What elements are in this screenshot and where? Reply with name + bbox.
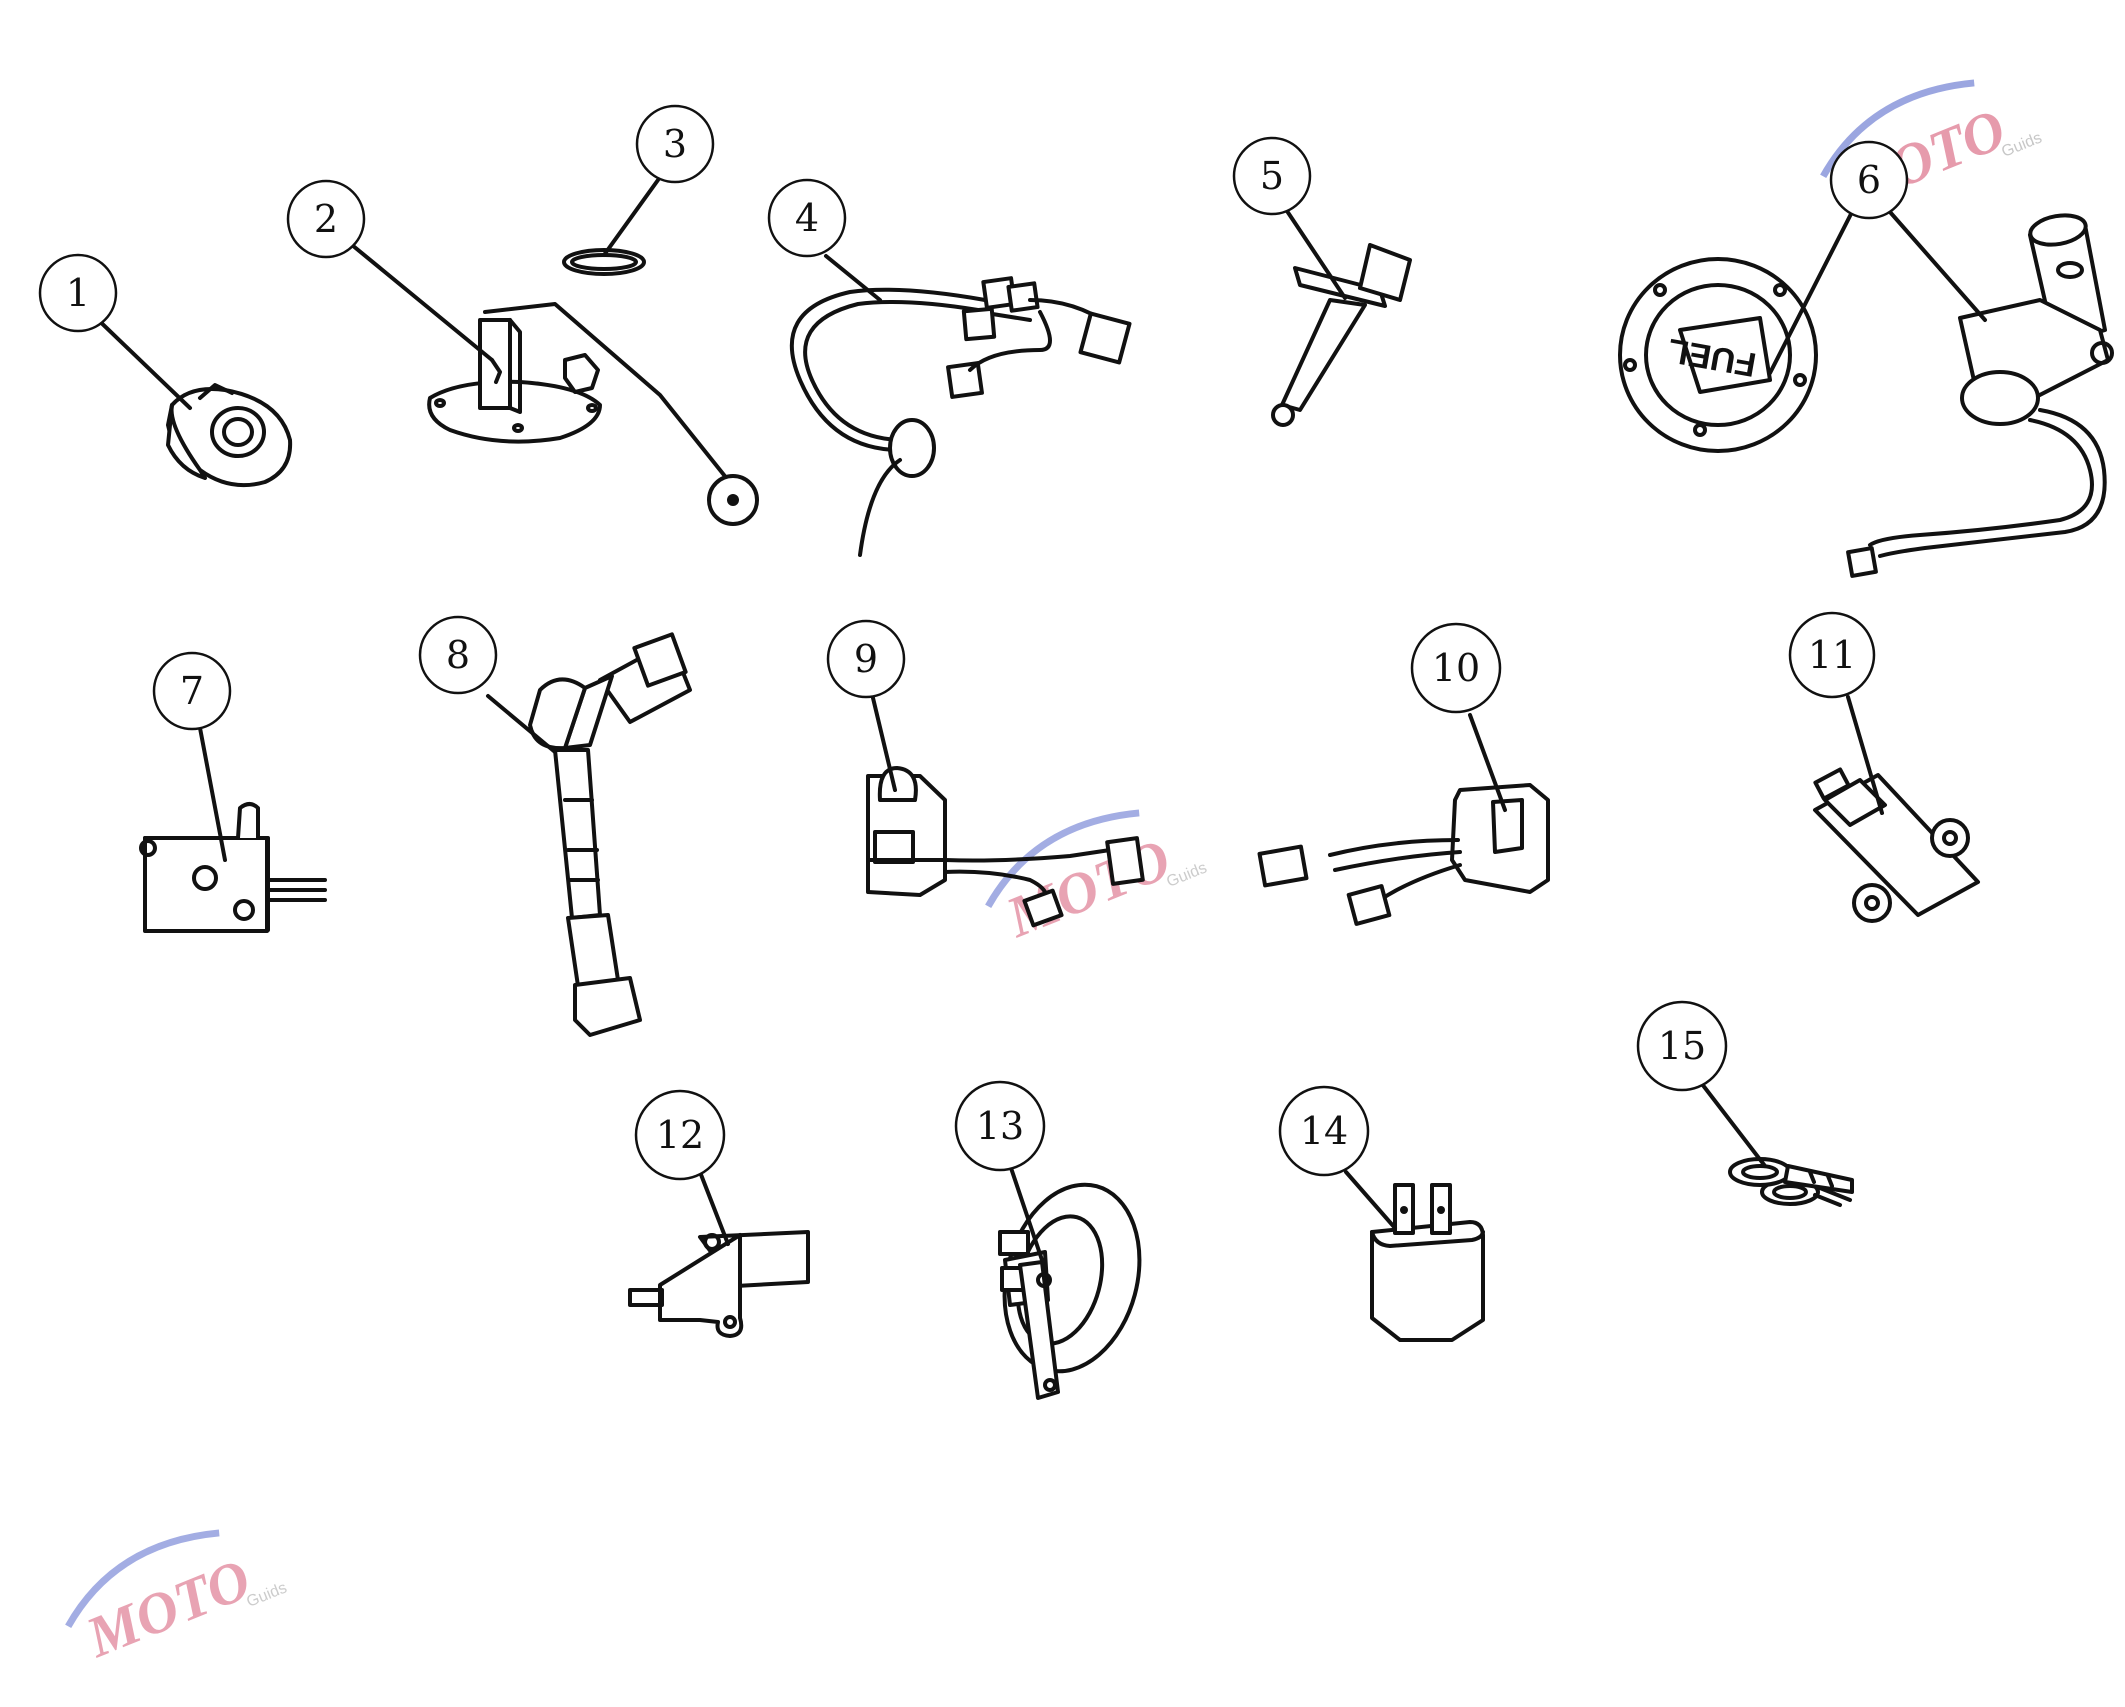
part-6-drawing: FUEL [1618,213,2114,578]
callout-number: 5 [1260,154,1284,198]
part-7-drawing [139,802,327,933]
callout-number: 7 [180,669,204,713]
part-4-drawing [789,276,1132,557]
callout-number: 10 [1432,646,1480,690]
watermark-middle: MOTO Guids [985,809,1209,950]
callout-number: 2 [314,197,338,241]
callout-3: 3 [635,104,715,184]
leader-lines [88,178,1987,1262]
callout-number: 6 [1857,158,1881,202]
callout-number: 9 [854,637,878,681]
watermark-swoosh [1820,79,1975,179]
callout-10: 10 [1410,622,1502,714]
part-10-drawing [1257,783,1550,926]
callout-number: 15 [1658,1024,1706,1068]
callout-number: 1 [66,271,90,315]
part-13-drawing [998,1182,1142,1400]
callout-12: 12 [634,1089,726,1181]
part-8-drawing [528,632,692,1037]
callout-13: 13 [954,1080,1046,1172]
watermark-mark: MOTO [997,826,1180,950]
callout-2: 2 [286,179,366,259]
part-15-drawing [1728,1157,1854,1207]
callout-11: 11 [1788,611,1876,699]
watermark-sub: Guids [244,1579,289,1610]
callout-5: 5 [1232,136,1312,216]
callout-number: 14 [1300,1109,1348,1153]
watermark-swoosh [985,809,1140,909]
part-5-drawing [1271,243,1412,427]
callout-number: 3 [663,122,687,166]
callout-15: 15 [1636,1000,1728,1092]
watermark-sub: Guids [1999,129,2044,160]
part-2-drawing [427,302,759,526]
callout-number: 12 [656,1113,704,1157]
part-12-drawing [628,1230,810,1338]
callout-1: 1 [38,253,118,333]
callout-number: 8 [446,633,470,677]
part-1-drawing [166,383,293,488]
callout-number: 11 [1808,633,1856,677]
callout-4: 4 [767,178,847,258]
watermark-swoosh [65,1529,220,1629]
callout-14: 14 [1278,1085,1370,1177]
callout-7: 7 [152,651,232,731]
callout-8: 8 [418,615,498,695]
callout-6: 6 [1829,140,1909,220]
watermark-mark: MOTO [77,1546,260,1670]
callout-number: 4 [795,196,819,240]
callout-number: 13 [976,1104,1024,1148]
part-14-drawing [1370,1183,1485,1342]
part-11-drawing [1813,767,1980,923]
watermark-bottom-left: MOTO Guids [65,1529,289,1670]
watermark-sub: Guids [1164,859,1209,890]
callout-9: 9 [826,619,906,699]
part-9-drawing [866,766,1145,928]
